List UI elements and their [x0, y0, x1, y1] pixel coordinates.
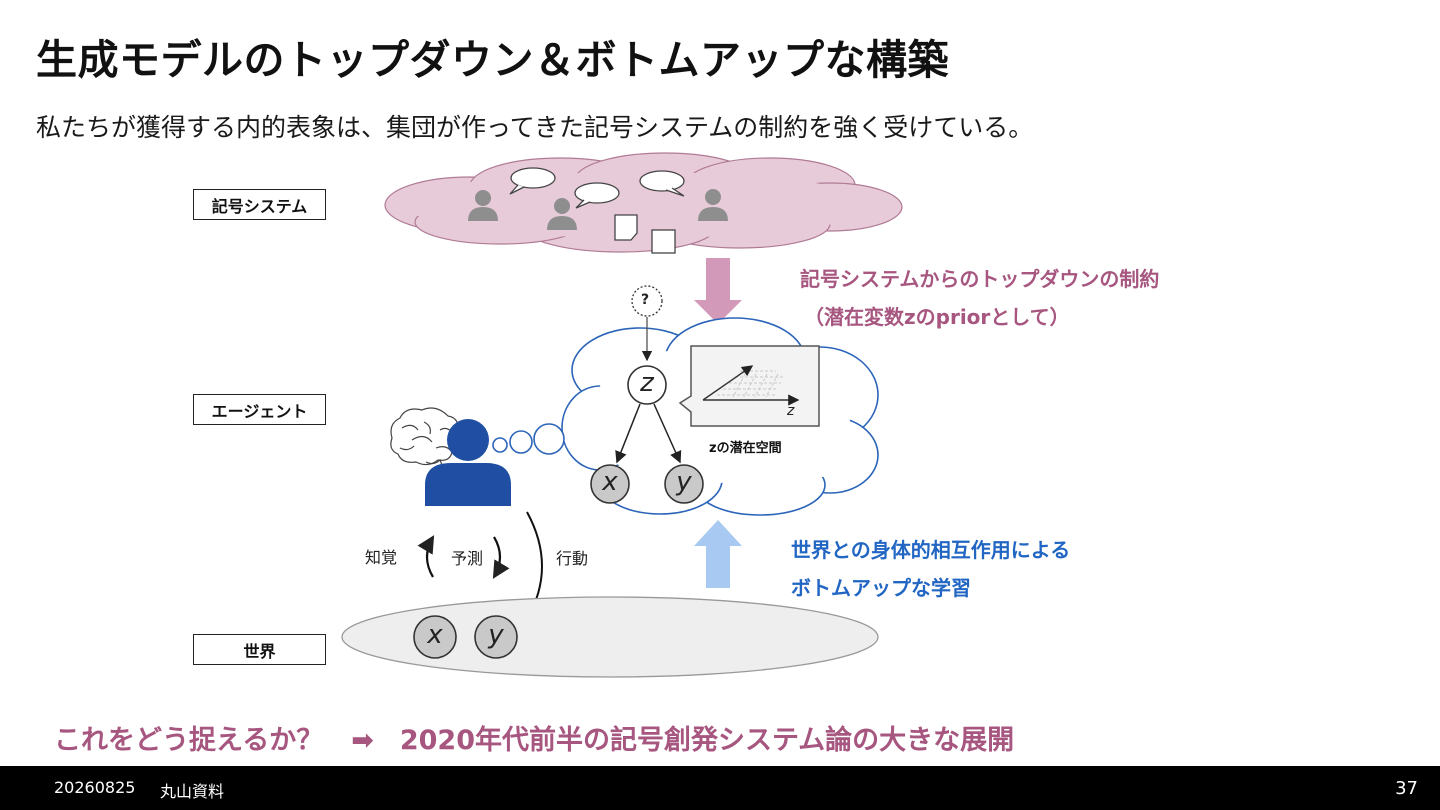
slide-title: 生成モデルのトップダウン＆ボトムアップな構築 [36, 36, 949, 84]
square-symbol-icon [651, 229, 676, 254]
world-x-node [413, 615, 457, 659]
document-icon [614, 214, 638, 241]
speech-bubble-icon [574, 182, 620, 209]
prediction-label: 予測 [451, 549, 484, 568]
person-icon [547, 198, 577, 230]
footer-date: 20260825 [54, 778, 136, 797]
x-node-label: x [602, 467, 618, 497]
prediction-arc [492, 536, 510, 579]
topdown-annotation-line1: 記号システムからのトップダウンの制約 [800, 267, 1160, 291]
topdown-annotation-line2: （潜在変数zのpriorとして） [804, 305, 1070, 329]
z-node-label: z [640, 368, 654, 398]
bottom-answer: 2020年代前半の記号創発システム論の大きな展開 [399, 725, 1015, 756]
topdown-arrow [694, 258, 742, 324]
world-ellipse [341, 596, 879, 678]
footer-bar: 20260825 丸山資料 37 [0, 766, 1440, 810]
bottom-question: これをどう捉えるか？ [54, 725, 324, 756]
layer-label-agent: エージェント [193, 394, 326, 425]
bottomup-annotation-line1: 世界との身体的相互作用による [791, 538, 1071, 562]
world-y-node [474, 615, 518, 659]
page-number: 37 [1395, 778, 1418, 799]
perception-arc [417, 535, 435, 578]
y-node-label: y [676, 467, 692, 497]
latent-axis-label: z [787, 403, 795, 419]
x-node [590, 464, 630, 504]
unknown-variable-node [631, 285, 663, 317]
bottomup-annotation-line2: ボトムアップな学習 [791, 576, 971, 600]
footer-source: 丸山資料 [160, 782, 225, 801]
speech-bubble-icon [639, 170, 685, 197]
world-y-label: y [488, 620, 504, 650]
person-icon [698, 189, 728, 221]
unknown-node-label: ? [641, 292, 650, 308]
z-node [627, 365, 667, 405]
speech-bubble-icon [509, 167, 556, 195]
action-label: 行動 [556, 549, 589, 568]
perception-label: 知覚 [365, 548, 398, 567]
right-arrow-icon: ➡ [351, 725, 374, 756]
person-icon [468, 190, 498, 221]
y-node [664, 464, 704, 504]
thought-bubbles [492, 423, 565, 455]
latent-space-callout [678, 345, 820, 427]
bottom-statement: これをどう捉えるか？ ➡ 2020年代前半の記号創発システム論の大きな展開 [54, 718, 1014, 757]
layer-label-world: 世界 [193, 634, 326, 665]
bottomup-arrow [694, 520, 742, 588]
latent-space-caption: zの潜在空間 [709, 441, 782, 456]
agent-person-icon [425, 419, 511, 506]
layer-label-symbol-system: 記号システム [193, 189, 326, 220]
symbol-system-cloud [384, 152, 903, 253]
world-x-label: x [427, 620, 443, 650]
slide-subtitle: 私たちが獲得する内的表象は、集団が作ってきた記号システムの制約を強く受けている。 [36, 113, 1034, 142]
